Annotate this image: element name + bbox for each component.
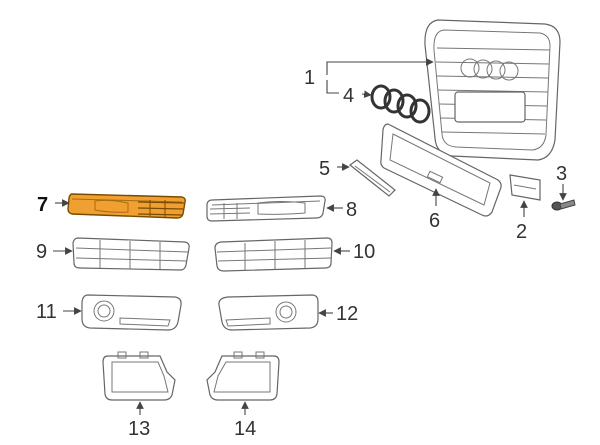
screw [551, 199, 576, 211]
left-bracket-housing [102, 351, 176, 401]
callout-4: 4 [343, 85, 354, 107]
leader-lines [53, 58, 567, 415]
callout-1: 1 [304, 67, 315, 89]
left-lower-grille [72, 237, 190, 271]
license-plate-bracket [380, 123, 502, 217]
radiator-grille [424, 19, 561, 161]
right-fog-light-cover [218, 294, 319, 331]
callout-6: 6 [429, 210, 440, 232]
callout-7: 7 [37, 194, 48, 216]
right-bracket-housing [206, 351, 280, 401]
emblem-rings [370, 84, 431, 124]
callout-14: 14 [234, 418, 256, 440]
callout-12: 12 [336, 303, 358, 325]
callout-8: 8 [346, 199, 357, 221]
callout-9: 9 [36, 241, 47, 263]
callout-11: 11 [36, 301, 57, 323]
right-lower-grille [214, 237, 333, 272]
callout-3: 3 [556, 163, 567, 185]
left-upper-grille-highlighted [67, 193, 186, 219]
callout-10: 10 [353, 241, 375, 263]
right-upper-grille [206, 195, 326, 222]
left-fog-light-cover [81, 294, 182, 331]
trim-strip [349, 159, 396, 197]
small-bracket [509, 174, 541, 201]
callout-5: 5 [319, 158, 330, 180]
callout-labels: 1 2 3 4 5 6 7 8 9 10 11 12 13 14 [36, 67, 567, 440]
callout-13: 13 [128, 418, 150, 440]
callout-2: 2 [516, 221, 527, 243]
